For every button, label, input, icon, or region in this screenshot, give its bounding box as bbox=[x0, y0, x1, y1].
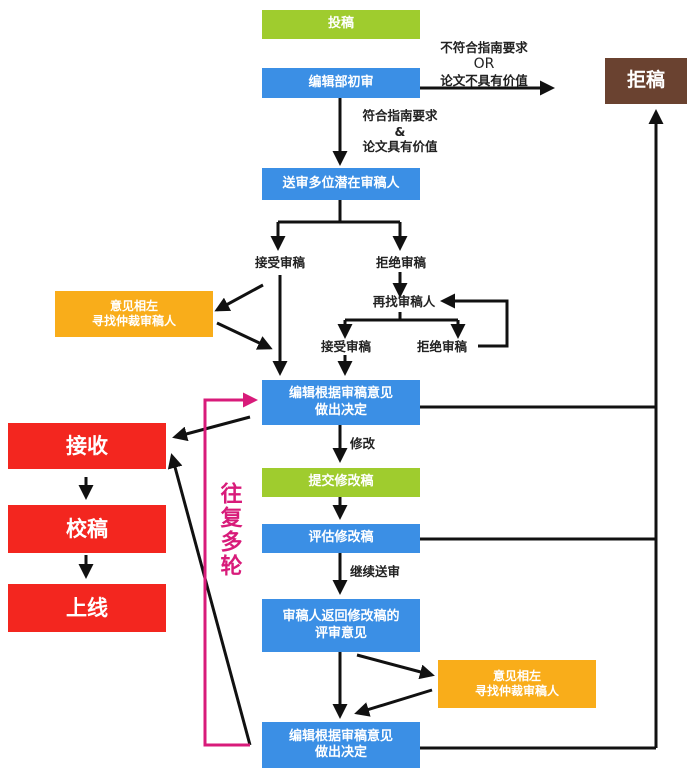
editor-decision-node-2: 编辑根据审稿意见 做出决定 bbox=[262, 722, 420, 768]
reject-node: 拒稿 bbox=[605, 58, 687, 104]
decision-2-line1: 编辑根据审稿意见 bbox=[288, 728, 393, 744]
accept-node: 接收 bbox=[8, 423, 166, 469]
not-meet-line2: OR bbox=[473, 55, 495, 72]
not-meet-line3: 论文不具有价值 bbox=[440, 73, 528, 89]
arrow-decision-to-accept bbox=[172, 415, 251, 442]
arrow-find-split bbox=[345, 312, 458, 322]
online-node: 上线 bbox=[8, 584, 166, 632]
meet-line3: 论文具有价值 bbox=[362, 139, 438, 155]
arrow-dispute-to-decision bbox=[216, 321, 273, 350]
reviewer-return-line1: 审稿人返回修改稿的 bbox=[282, 609, 400, 625]
dispute-arbitration-node-1: 意见相左 寻找仲裁审稿人 bbox=[55, 291, 213, 337]
arrow-decision2-to-accept bbox=[167, 453, 252, 746]
reviewer-return-line2: 评审意见 bbox=[314, 625, 367, 641]
initial-review-node: 编辑部初审 bbox=[262, 68, 420, 98]
editor-decision-node-1: 编辑根据审稿意见 做出决定 bbox=[262, 380, 420, 425]
evaluate-revision-node: 评估修改稿 bbox=[262, 524, 420, 553]
revise-label: 修改 bbox=[350, 436, 376, 451]
dispute-arbitration-node-2: 意见相左 寻找仲裁审稿人 bbox=[438, 660, 596, 708]
continue-review-label: 继续送审 bbox=[350, 564, 401, 579]
arrow-dispute2-to-decision2 bbox=[354, 688, 433, 717]
dispute-1-line2: 寻找仲裁审稿人 bbox=[91, 314, 176, 328]
reviewer-return-node: 审稿人返回修改稿的 评审意见 bbox=[262, 599, 420, 652]
find-reviewer-node: 再找审稿人 bbox=[372, 294, 436, 309]
not-meet-label: 不符合指南要求 OR 论文不具有价值 bbox=[420, 40, 548, 89]
arrow-return-to-dispute2 bbox=[356, 653, 435, 680]
dispute-1-line1: 意见相左 bbox=[109, 299, 158, 313]
meet-line2: & bbox=[394, 123, 406, 139]
arrow-send-split bbox=[278, 200, 400, 224]
submit-node: 投稿 bbox=[262, 10, 420, 39]
accept-review-2-node: 接受审稿 bbox=[320, 339, 371, 354]
meet-label: 符合指南要求 & 论文具有价值 bbox=[346, 108, 454, 155]
decline-review-node: 拒绝审稿 bbox=[375, 255, 426, 270]
meet-line1: 符合指南要求 bbox=[362, 108, 438, 123]
accept-review-node: 接受审稿 bbox=[254, 255, 305, 270]
not-meet-line1: 不符合指南要求 bbox=[440, 40, 528, 55]
multiple-rounds-label: 往复多轮 bbox=[216, 482, 242, 578]
decision-2-line2: 做出决定 bbox=[314, 745, 367, 760]
decision-1-line2: 做出决定 bbox=[314, 402, 367, 418]
proofread-node: 校稿 bbox=[8, 505, 166, 553]
send-reviewers-node: 送审多位潜在审稿人 bbox=[262, 168, 420, 200]
dispute-2-line1: 意见相左 bbox=[492, 669, 541, 683]
decision-1-line1: 编辑根据审稿意见 bbox=[288, 386, 393, 402]
arrow-accept-to-dispute bbox=[214, 283, 264, 312]
decline-review-2-node: 拒绝审稿 bbox=[416, 339, 467, 354]
arrow-multiround-loop bbox=[203, 392, 258, 747]
submit-revision-node: 提交修改稿 bbox=[262, 468, 420, 497]
dispute-2-line2: 寻找仲裁审稿人 bbox=[474, 684, 559, 698]
arrow-decline2-loop bbox=[440, 293, 509, 348]
